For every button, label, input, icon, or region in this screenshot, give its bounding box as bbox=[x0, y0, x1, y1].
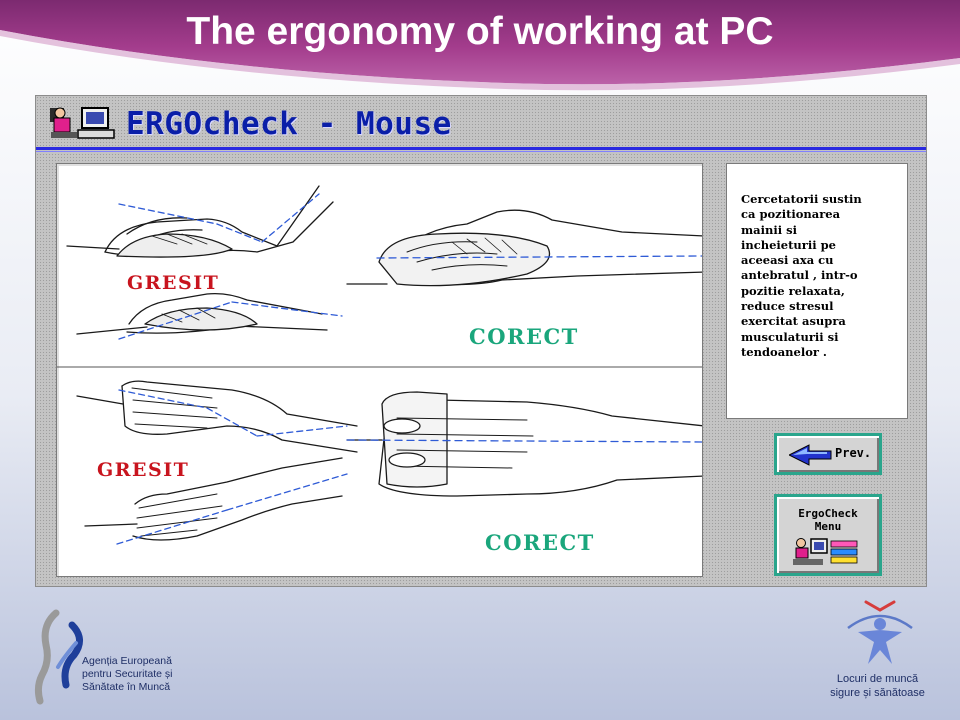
eu-osha-logo bbox=[34, 609, 83, 705]
bottom-wrong-label: GRESIT bbox=[97, 459, 190, 481]
campaign-logo bbox=[847, 600, 913, 664]
header-rule-light bbox=[36, 151, 926, 152]
info-line: musculaturii si bbox=[741, 329, 839, 344]
info-line: Cercetatorii sustin bbox=[741, 192, 862, 206]
info-line: incheieturii pe bbox=[741, 237, 836, 252]
agency-line: pentru Securitate și bbox=[82, 668, 173, 680]
app-title: ERGOcheck - Mouse bbox=[126, 106, 452, 142]
posture-illustration: GRESIT CORECT GRESIT CORECT bbox=[56, 163, 703, 577]
campaign-slogan: Locuri de muncă sigure și sănătoase bbox=[815, 672, 940, 700]
slide-title: The ergonomy of working at PC bbox=[186, 10, 774, 53]
campaign-line: Locuri de muncă bbox=[836, 673, 919, 685]
menu-label-line2: Menu bbox=[814, 520, 842, 533]
info-line: antebratul , intr-o bbox=[741, 268, 858, 283]
ergocheck-menu-button[interactable]: ErgoCheck Menu bbox=[774, 494, 882, 576]
info-line: tendoanelor . bbox=[741, 344, 827, 359]
agency-line: Agenția Europeană bbox=[82, 655, 172, 667]
menu-computer-icon bbox=[793, 538, 858, 565]
person-at-computer-icon bbox=[50, 107, 115, 139]
info-line: exercitat asupra bbox=[741, 314, 846, 329]
header-rule bbox=[36, 147, 926, 150]
left-arrow-icon bbox=[789, 444, 832, 466]
prev-button[interactable]: Prev. bbox=[774, 433, 882, 475]
ergocheck-window: ERGOcheck - Mouse bbox=[35, 95, 927, 587]
top-wrong-label: GRESIT bbox=[127, 272, 220, 294]
info-text: Cercetatorii sustin ca pozitionarea main… bbox=[741, 192, 897, 360]
agency-name: Agenția Europeană pentru Securitate și S… bbox=[82, 655, 172, 694]
menu-button-label: ErgoCheck Menu bbox=[777, 507, 879, 533]
hand-illustration bbox=[57, 185, 702, 545]
info-line: mainii si bbox=[741, 222, 797, 237]
info-line: aceeasi axa cu bbox=[741, 253, 834, 268]
top-correct-label: CORECT bbox=[469, 324, 579, 349]
slide-banner bbox=[0, 0, 960, 92]
info-line: ca pozitionarea bbox=[741, 207, 841, 222]
info-line: reduce stresul bbox=[741, 299, 834, 314]
menu-label-line1: ErgoCheck bbox=[798, 507, 858, 520]
prev-button-label: Prev. bbox=[835, 446, 872, 460]
bottom-correct-label: CORECT bbox=[485, 530, 595, 555]
info-line: pozitie relaxata, bbox=[741, 283, 845, 298]
info-panel: Cercetatorii sustin ca pozitionarea main… bbox=[726, 163, 908, 419]
campaign-line: sigure și sănătoase bbox=[830, 687, 925, 699]
agency-line: Sănătate în Muncă bbox=[82, 681, 171, 693]
app-header: ERGOcheck - Mouse bbox=[36, 96, 926, 148]
